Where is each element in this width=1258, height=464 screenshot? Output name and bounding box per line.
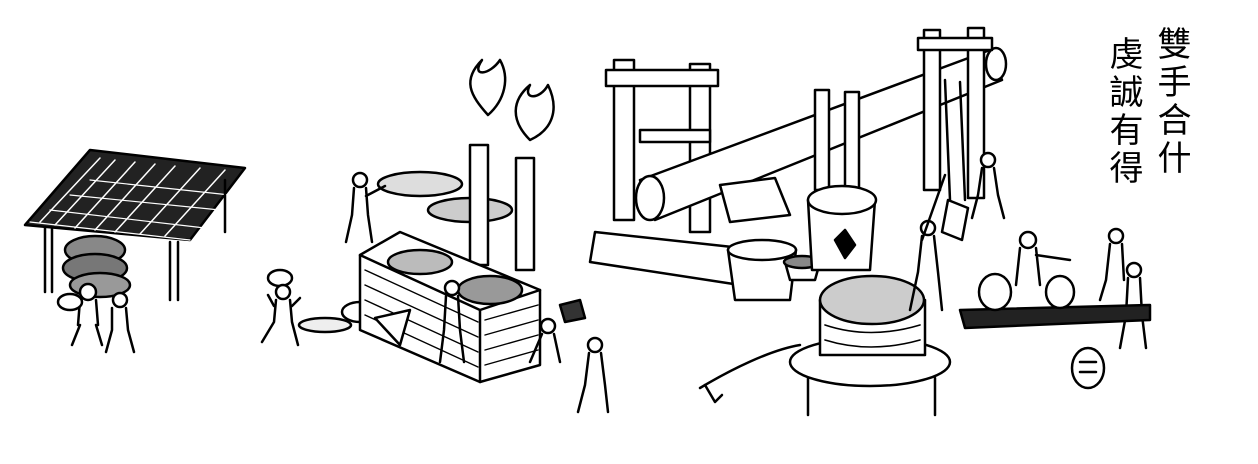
- vertical-inscription: 雙手合什 虔誠有得: [1103, 26, 1191, 188]
- jar-workers: [958, 227, 1152, 390]
- brick-stove: [358, 230, 542, 384]
- porter-walking: [260, 268, 302, 347]
- flat-baskets: [297, 170, 514, 334]
- worker-with-basket: [344, 171, 387, 244]
- millstone: [698, 274, 952, 417]
- chimneys: [468, 58, 555, 272]
- inscription-column-2: 虔誠有得: [1103, 36, 1143, 188]
- ram-workers: [908, 78, 1006, 312]
- tiled-shed: [23, 148, 247, 302]
- beam-press: [588, 26, 1008, 287]
- stove-workers: [438, 279, 610, 414]
- inscription-column-1: 雙手合什: [1151, 26, 1191, 178]
- workers-carrying-sacks: [56, 282, 136, 354]
- tubs-and-barrels: [726, 184, 878, 302]
